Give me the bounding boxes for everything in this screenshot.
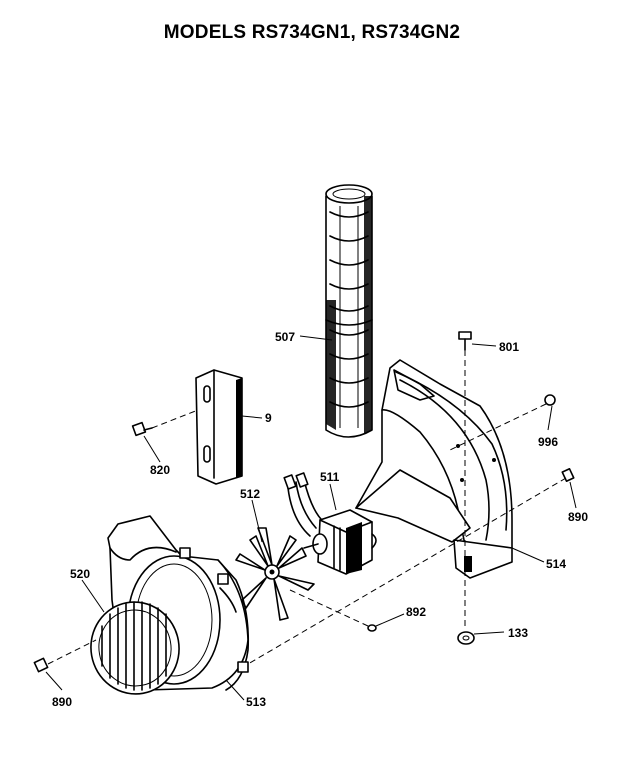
clip-892	[367, 624, 377, 632]
label-507: 507	[275, 330, 295, 344]
label-9: 9	[265, 411, 272, 425]
label-892: 892	[406, 605, 426, 619]
label-133: 133	[508, 626, 528, 640]
grille-520	[90, 601, 180, 695]
motor-511	[283, 472, 377, 575]
bracket-514	[355, 359, 513, 579]
label-514: 514	[546, 557, 566, 571]
blower-wheel-507	[325, 184, 373, 438]
fan-blade-512	[235, 527, 315, 621]
label-890-bottom: 890	[52, 695, 72, 709]
cover-plate-9	[195, 369, 243, 485]
label-820: 820	[150, 463, 170, 477]
foot-133	[457, 631, 475, 645]
label-801: 801	[499, 340, 519, 354]
label-890-right: 890	[568, 510, 588, 524]
leader-lines	[45, 335, 577, 701]
screw-890-bottom	[33, 657, 49, 673]
corner-mark: ' ' ''' '' ''' '''	[509, 0, 618, 7]
assembly-lines	[47, 350, 567, 665]
label-513: 513	[246, 695, 266, 709]
page-title: MODELS RS734GN1, RS734GN2	[163, 22, 461, 43]
label-511: 511	[320, 470, 340, 484]
nut-996	[544, 394, 556, 406]
label-512: 512	[240, 487, 260, 501]
screw-820	[131, 421, 153, 437]
label-996: 996	[538, 435, 558, 449]
label-520: 520	[70, 567, 90, 581]
screw-801	[458, 331, 472, 351]
